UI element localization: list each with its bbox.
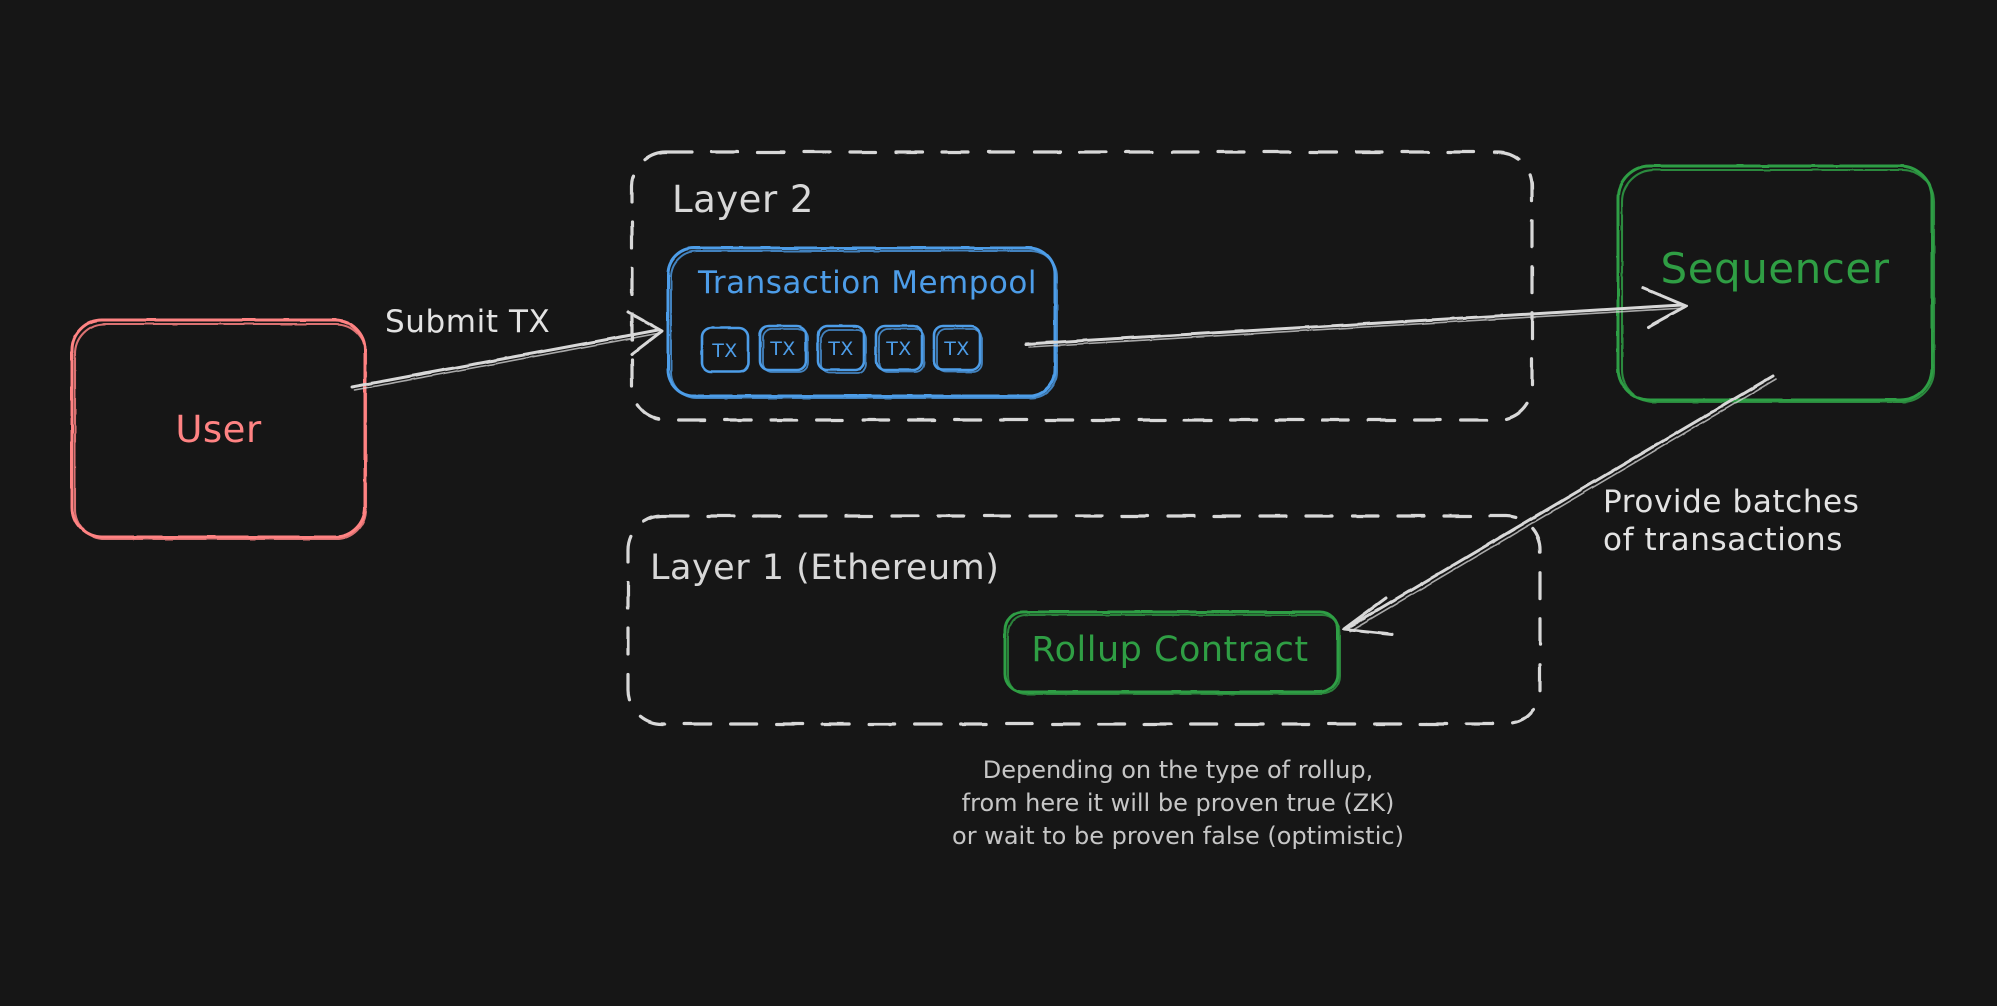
tx-box-1[interactable] xyxy=(700,326,750,374)
rollup-contract-node[interactable] xyxy=(1003,610,1341,695)
layer1-container xyxy=(626,514,1542,726)
tx-box-2[interactable] xyxy=(758,324,809,373)
layer2-container xyxy=(630,150,1534,422)
user-node[interactable] xyxy=(70,318,368,541)
tx-box-3[interactable] xyxy=(816,324,867,374)
mempool-node[interactable] xyxy=(666,246,1058,399)
tx-box-5[interactable] xyxy=(932,324,983,373)
arrow-sequencer-to-rollup xyxy=(1342,374,1777,636)
arrow-mempool-to-sequencer xyxy=(1024,286,1688,348)
tx-box-4[interactable] xyxy=(874,324,925,373)
arrow-user-to-mempool xyxy=(350,310,664,391)
sequencer-node[interactable] xyxy=(1616,164,1936,404)
